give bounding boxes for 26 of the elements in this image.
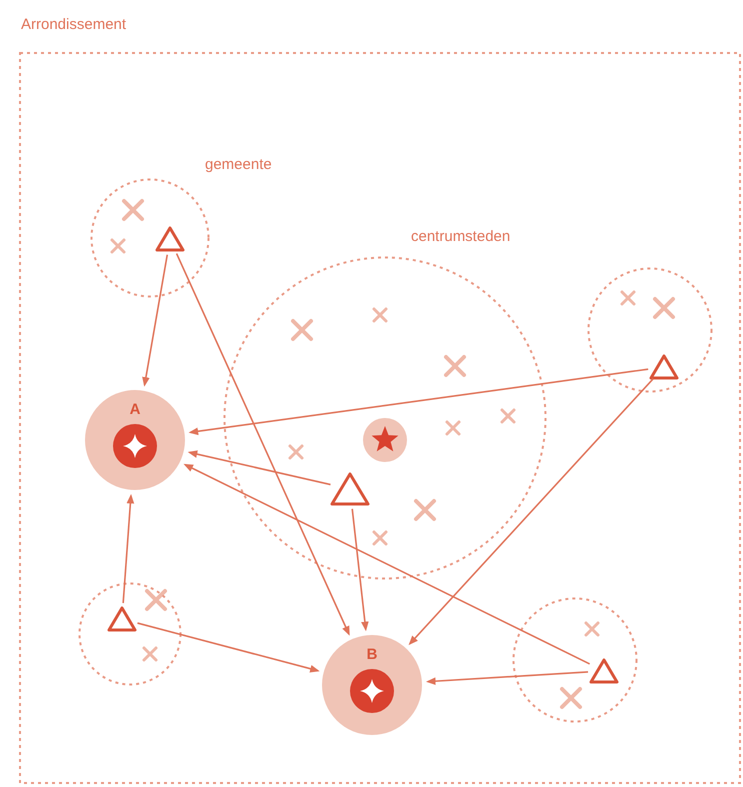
arrow	[184, 464, 590, 665]
arrow	[426, 671, 588, 685]
region-label: gemeente	[205, 155, 272, 175]
arrow	[142, 254, 168, 387]
arrow	[408, 378, 654, 646]
triangle-marker	[155, 226, 185, 252]
dashed-circle	[587, 267, 713, 393]
triangle-marker	[589, 658, 619, 684]
triangle-marker	[649, 354, 679, 380]
point-letter: A	[128, 402, 142, 417]
arrow	[188, 450, 331, 486]
arrow	[351, 508, 369, 632]
dashed-circle	[78, 582, 182, 686]
star-circle	[363, 418, 407, 462]
region-label: Arrondissement	[21, 15, 126, 35]
dashed-circle	[512, 597, 638, 723]
target-circle	[322, 635, 422, 735]
arrow	[122, 494, 134, 604]
arrow	[176, 253, 350, 636]
region-label: centrumsteden	[411, 227, 510, 247]
point-letter: B	[366, 647, 378, 662]
arrow	[188, 368, 648, 436]
arrow	[137, 622, 320, 672]
triangle-marker	[330, 472, 370, 506]
target-circle	[85, 390, 185, 490]
triangle-marker	[107, 606, 137, 632]
